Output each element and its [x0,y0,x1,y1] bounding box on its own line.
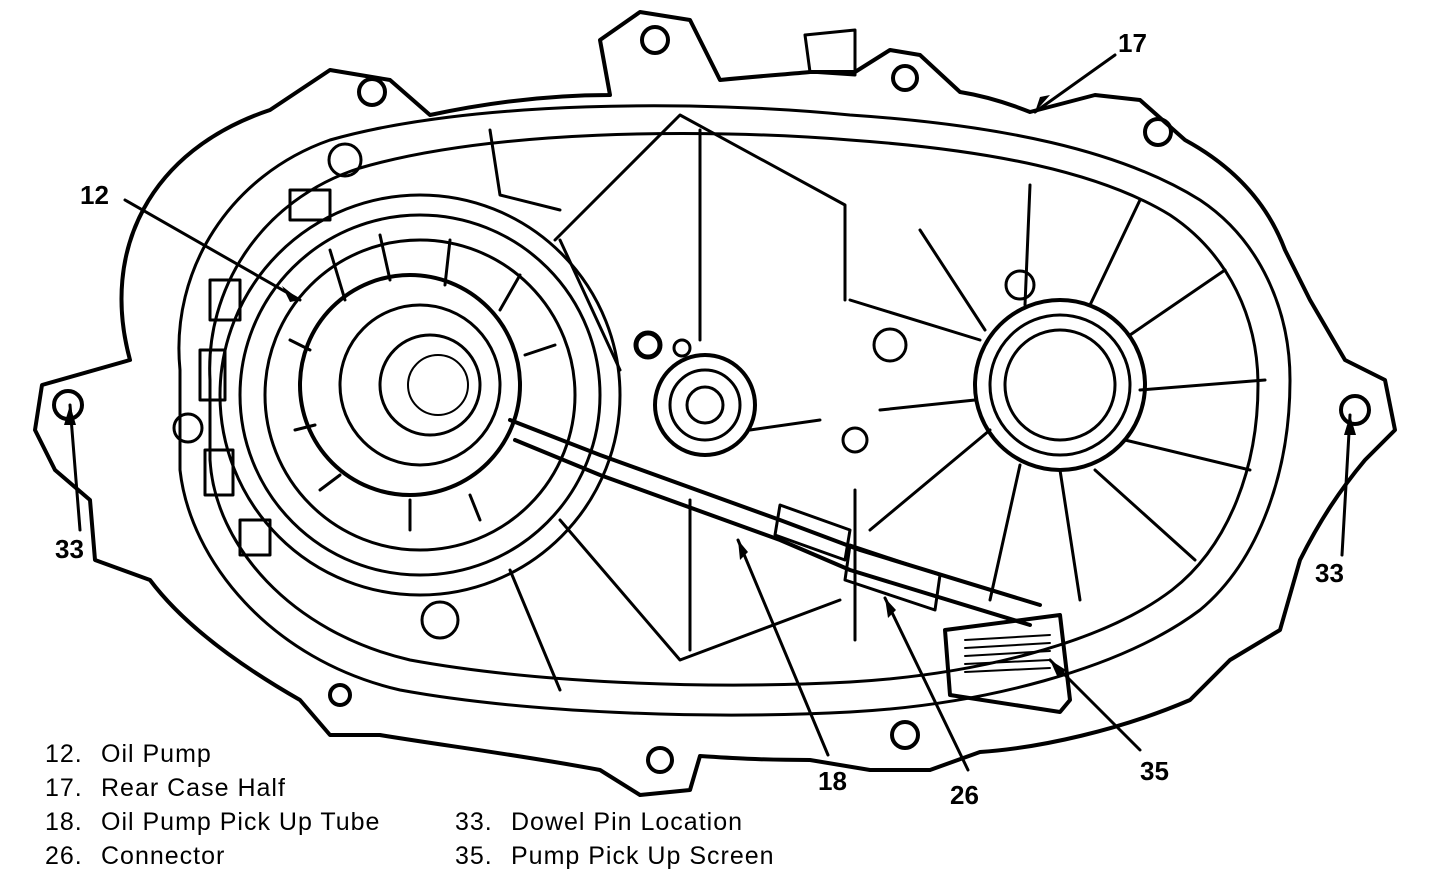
bolt-hole [327,142,363,178]
pickup-tube [513,438,1032,627]
leader-17 [1033,53,1117,114]
bolt-hole [357,77,387,107]
case-flange [177,104,1292,717]
bolt-hole [891,64,919,92]
center-bearing [685,385,725,425]
bolt-hole [328,683,352,707]
center-boss [672,338,692,358]
connector [773,503,852,562]
pickup-tube [508,418,1042,607]
bolt-hole [1004,269,1036,301]
oil-pump-bore [407,354,469,416]
leader-35 [1048,658,1142,752]
bolt-hole [646,746,674,774]
oil-pump-outer [218,193,622,597]
callout-26: 26 [950,780,979,810]
center-bearing [653,353,757,457]
center-bearing [668,368,742,442]
center-boss [633,330,663,360]
callout-18: 18 [818,766,847,796]
case-tab [803,28,857,77]
leader-33-right [1340,413,1352,557]
bolt-hole [1143,117,1173,147]
leader-33-left [68,403,82,532]
bolt-hole [890,720,920,750]
output-bearing [1003,328,1117,442]
bolt-hole [640,25,670,55]
leader-26 [883,596,970,772]
leader-18 [736,538,830,757]
case-outline [33,10,1397,797]
pickup-screen [943,613,1072,714]
callout-35: 35 [1140,756,1169,786]
callout-12: 12 [80,180,109,210]
bolt-hole [841,426,869,454]
oil-pump-hub [338,303,502,467]
callout-33-right: 33 [1315,558,1344,588]
oil-pump-ring [238,213,602,577]
bolt-hole [1339,394,1371,426]
output-bearing [973,298,1147,472]
callout-33-left: 33 [55,534,84,564]
leader-12 [123,198,302,302]
callout-17: 17 [1118,28,1147,58]
oil-pump-hub [298,273,522,497]
case-inner-wall [208,131,1260,687]
bolt-hole [172,412,204,444]
output-bearing [988,313,1132,457]
connector [843,543,942,612]
bolt-hole [872,327,908,363]
bolt-hole [420,600,460,640]
oil-pump-bore [378,333,482,437]
oil-pump-ring [263,238,577,552]
